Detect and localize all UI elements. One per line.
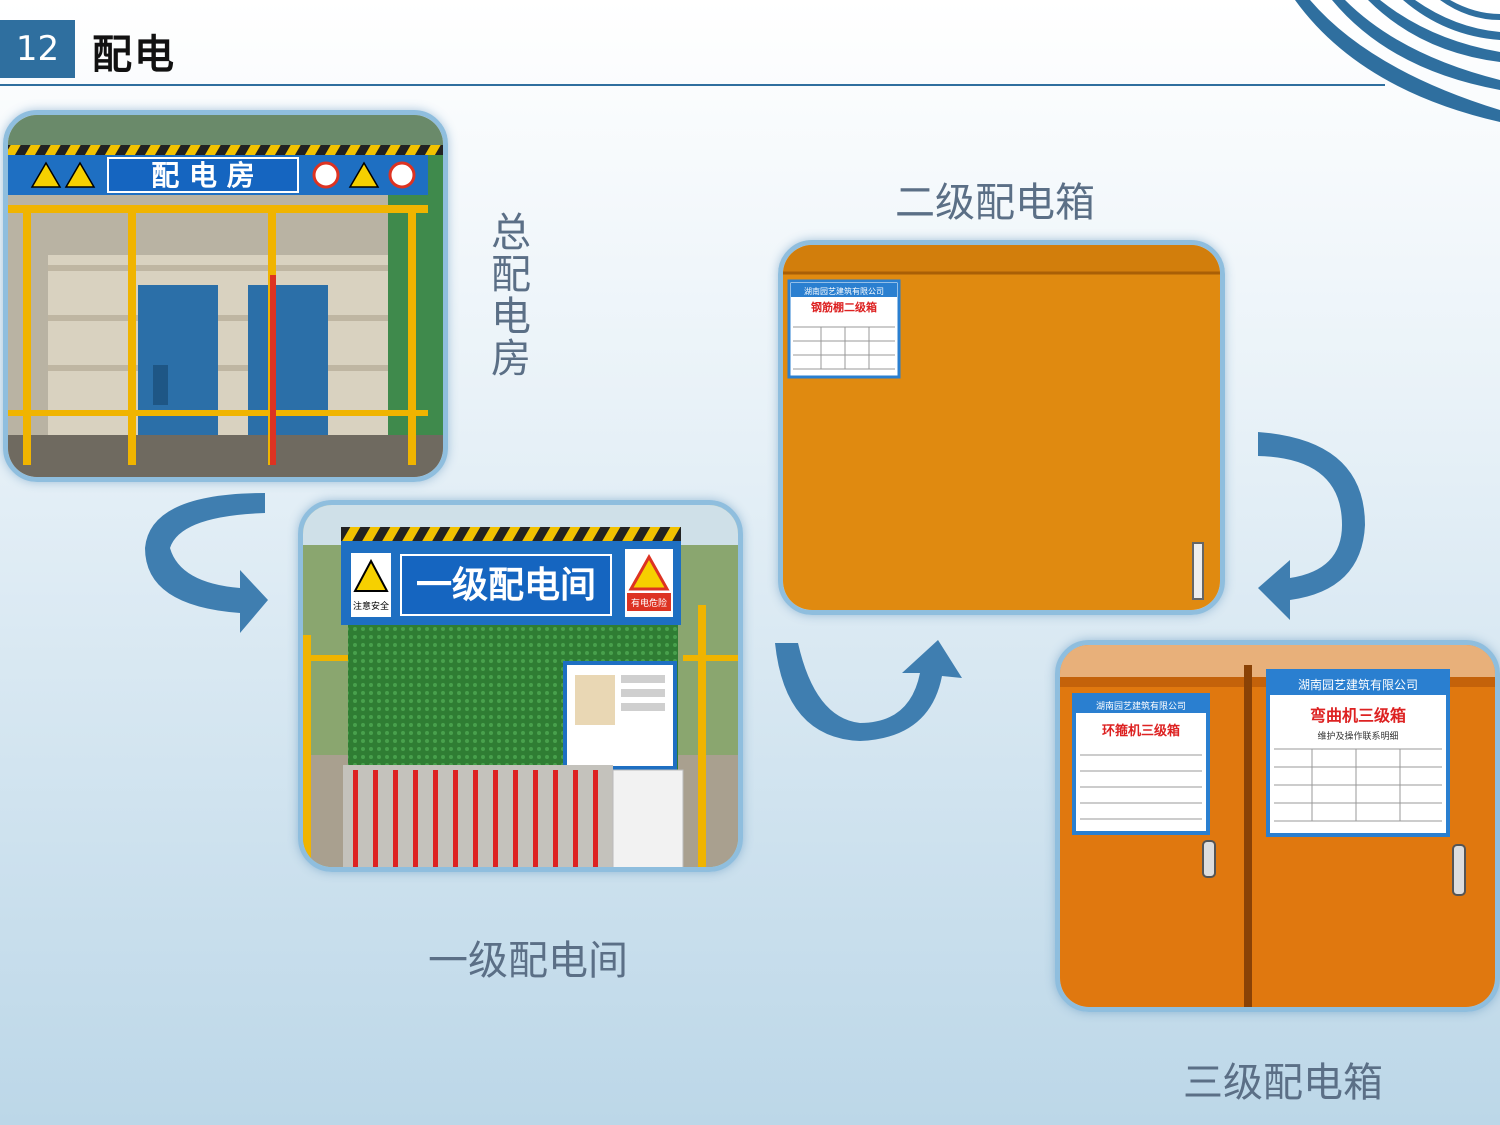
box-label-right: 弯曲机三级箱 [1310,706,1406,725]
photo-main-distribution-room: 配 电 房 [3,110,448,482]
curved-arrow-icon [145,493,268,633]
box-label: 钢筋棚二级箱 [811,300,877,314]
caption-level3: 三级配电箱 [1183,1060,1383,1106]
company-label: 湖南园艺建筑有限公司 [804,286,884,296]
room-sign-text: 一级配电间 [416,565,596,606]
caution-label: 注意安全 [353,600,389,612]
box-label-left: 环箍机三级箱 [1102,723,1180,739]
box-subtitle: 维护及操作联系明细 [1317,730,1398,742]
caption-level1: 一级配电间 [428,938,628,984]
photo-level2-distribution-box: 湖南园艺建筑有限公司 钢筋棚二级箱 [778,240,1225,615]
photo-level3-distribution-box: 湖南园艺建筑有限公司 环箍机三级箱 湖南园艺建筑有限公司 弯曲机三级箱 维护及操… [1055,640,1500,1012]
warning-label: 有电危险 [631,597,667,609]
company-label-right: 湖南园艺建筑有限公司 [1298,677,1418,692]
caption-level2: 二级配电箱 [895,180,1095,226]
slide-title: 配电 [92,32,176,78]
header-divider [0,84,1385,86]
decorative-swoosh [1295,0,1500,122]
slide-number: 12 [0,20,75,78]
caption-main-distribution-room: 总配电房 [491,210,531,382]
company-label-left: 湖南园艺建筑有限公司 [1096,700,1186,712]
curved-arrow-icon [1258,432,1365,620]
photo-level1-distribution-room: 注意安全 一级配电间 有电危险 [298,500,743,872]
curved-arrow-icon [775,640,962,741]
room-sign-text: 配 电 房 [151,159,255,192]
